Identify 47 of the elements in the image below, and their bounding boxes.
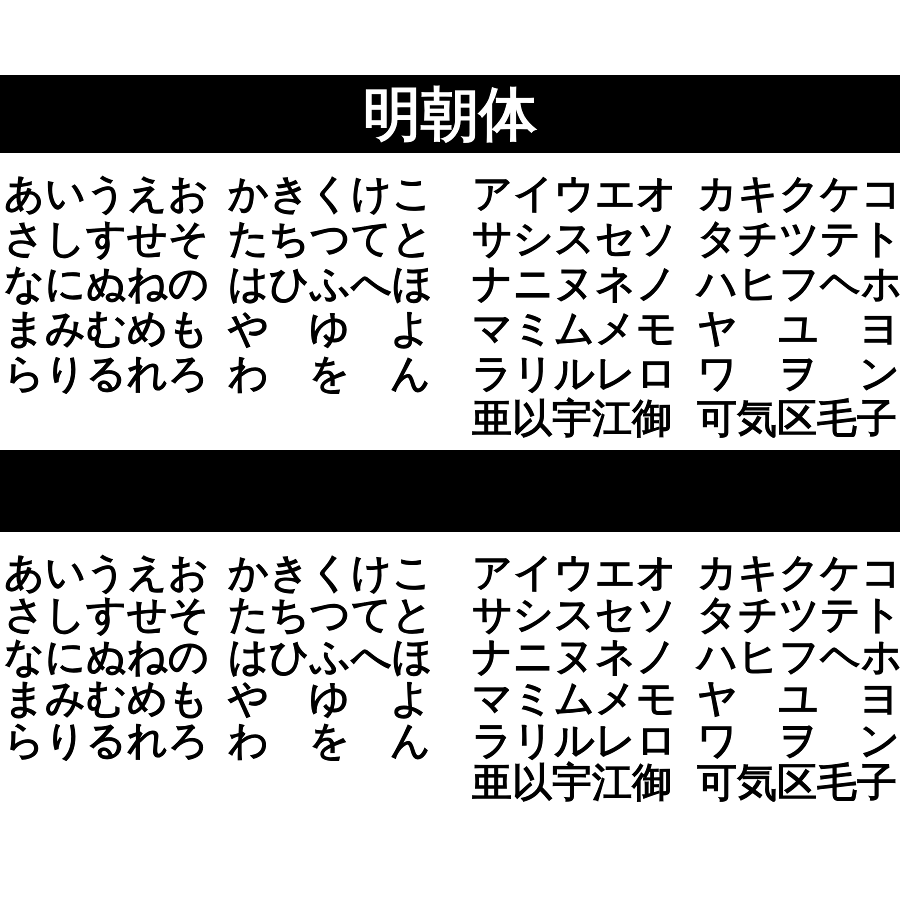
- character-row: たちつてと: [228, 595, 433, 635]
- character-row: わ を ん: [228, 721, 431, 761]
- character-row: ナニヌネノ: [472, 637, 677, 677]
- character-row: らりるれろ: [4, 721, 209, 761]
- character-row: ヤ ユ ヨ: [697, 679, 900, 719]
- character-row: まみむめも: [4, 309, 209, 349]
- character-row: や ゆ よ: [228, 679, 431, 719]
- character-row: なにぬねの: [4, 264, 209, 304]
- character-row: 可気区毛子: [697, 763, 897, 803]
- character-row: さしすせそ: [4, 219, 209, 259]
- character-row: ヤ ユ ヨ: [697, 309, 900, 349]
- character-row: たちつてと: [228, 219, 433, 259]
- character-row: ワ ヲ ン: [697, 721, 900, 761]
- character-row: あいうえお: [4, 174, 209, 214]
- heading-band: [0, 450, 900, 532]
- character-row: タチツテト: [697, 595, 900, 635]
- character-row: はひふへほ: [228, 264, 433, 304]
- character-row: や ゆ よ: [228, 309, 431, 349]
- character-row: ハヒフヘホ: [697, 637, 900, 677]
- character-row: さしすせそ: [4, 595, 209, 635]
- character-row: 亜以宇江御: [472, 763, 672, 803]
- character-row: タチツテト: [697, 219, 900, 259]
- character-row: カキクケコ: [697, 553, 900, 593]
- character-row: ラリルレロ: [472, 354, 677, 394]
- character-row: アイウエオ: [472, 174, 677, 214]
- character-row: 亜以宇江御: [472, 399, 672, 439]
- character-row: かきくけこ: [228, 553, 433, 593]
- character-row: はひふへほ: [228, 637, 433, 677]
- character-row: らりるれろ: [4, 354, 209, 394]
- character-row: サシスセソ: [472, 595, 677, 635]
- character-row: ハヒフヘホ: [697, 264, 900, 304]
- character-row: マミムメモ: [472, 309, 677, 349]
- character-row: かきくけこ: [228, 174, 433, 214]
- character-row: ラリルレロ: [472, 721, 677, 761]
- character-row: ナニヌネノ: [472, 264, 677, 304]
- character-row: アイウエオ: [472, 553, 677, 593]
- character-row: サシスセソ: [472, 219, 677, 259]
- character-row: 可気区毛子: [697, 399, 897, 439]
- character-row: ワ ヲ ン: [697, 354, 900, 394]
- heading-band: [0, 75, 900, 153]
- heading-title: 明朝体: [363, 85, 537, 143]
- character-row: カキクケコ: [697, 174, 900, 214]
- character-row: マミムメモ: [472, 679, 677, 719]
- character-row: なにぬねの: [4, 637, 209, 677]
- character-row: わ を ん: [228, 354, 431, 394]
- character-row: まみむめも: [4, 679, 209, 719]
- character-row: あいうえお: [4, 553, 209, 593]
